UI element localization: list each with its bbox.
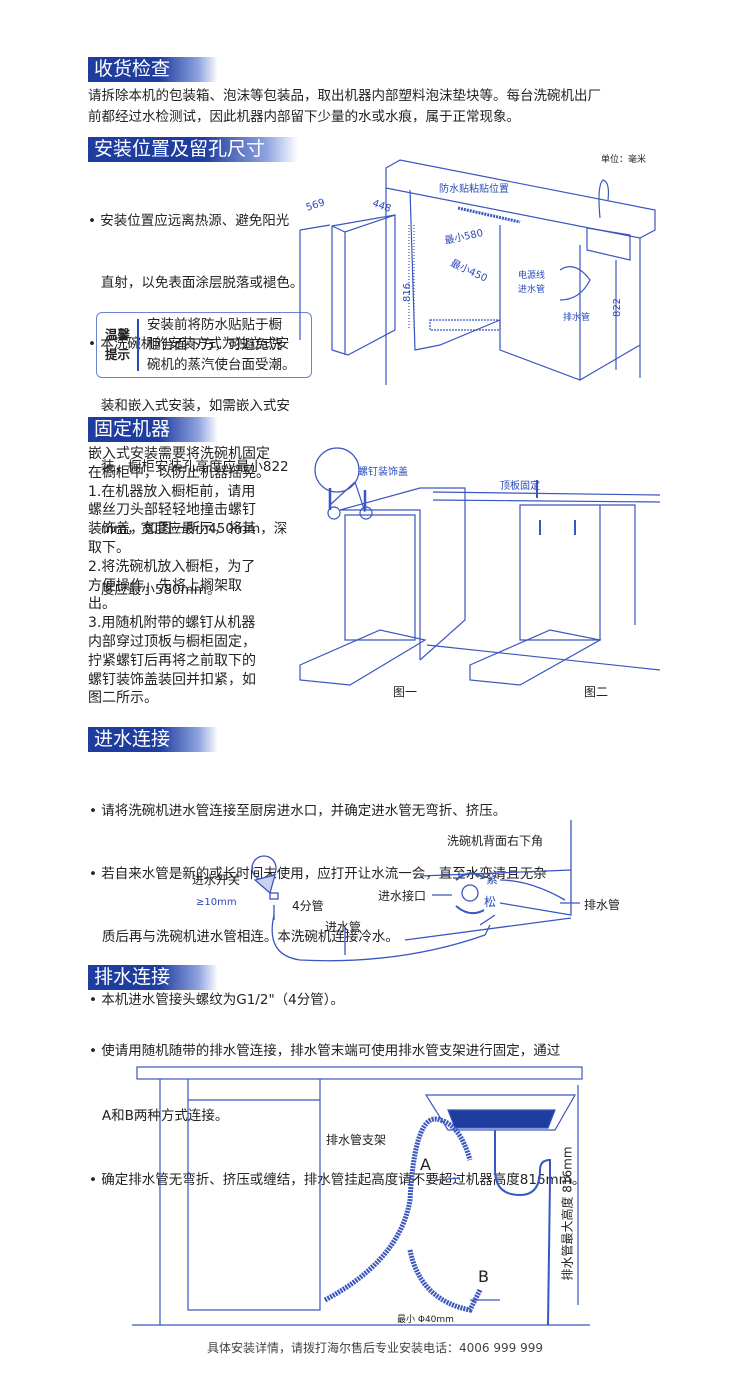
fix-figures [299,447,661,686]
text-line: 嵌入式安装需要将洗碗机固定 [88,446,270,462]
pipe4-label: 4分管 [292,899,324,913]
drain-bracket-label: 排水管支架 [326,1133,387,1147]
text-line: • 确定排水管无弯折、挤压或缠结，排水管挂起高度请不要超过机器高度816mm。 [89,1172,586,1188]
text-line: 图二所示。 [88,690,158,707]
drain-hose-label: 排水管 [584,898,621,912]
option-a-label: A [420,1155,431,1174]
top-plate-label: 顶板固定 [500,481,540,492]
text-line: 质后再与洗碗机进水管相连。本洗碗机连接冷水。 [89,929,399,945]
text-line: 内部穿过顶板与橱柜固定， [88,633,256,650]
water-switch-label: 进水开关 [192,873,241,887]
text-line: mm，宽度应最小450mm，深 [88,520,288,537]
text-line: A和B两种方式连接。 [89,1107,229,1124]
figure2-caption: 图二 [584,685,609,699]
tip-label: 温馨 提示 [105,325,130,365]
section-title-inlet: 进水连接 [88,727,218,752]
text-line: 取下。 [88,539,130,556]
section-title-receipt: 收货检查 [88,57,218,82]
text-line: 2.将洗碗机放入橱柜，为了 [88,558,256,575]
rear-corner-label: 洗碗机背面右下角 [447,834,544,848]
text-line: • 使请用随机随带的排水管连接，排水管末端可使用排水管支架进行固定，通过 [89,1043,561,1059]
text-line: 度应最小580mm。 [88,582,221,598]
section-title-position: 安装位置及留孔尺寸 [88,137,298,162]
text-line: 螺钉装饰盖装回并扣紧，如 [88,671,256,688]
tip-label-1: 温馨 [105,327,131,342]
sticker-position-label: 防水贴粘贴位置 [439,184,509,195]
text-line: 在橱柜中，以防止机器摇晃。 [88,464,270,481]
text-line: 请拆除本机的包装箱、泡沫等包装品，取出机器内部塑料泡沫垫块等。每台洗碗机出厂 [88,88,601,104]
text-line: 出。 [88,596,116,613]
min-diameter-label: 最小 Φ40mm [397,1315,454,1325]
inlet-hose-label: 进水管 [325,920,362,934]
section-title-drain: 排水连接 [88,965,218,990]
text-line: • 本机进水管接头螺纹为G1/2"（4分管）。 [89,992,344,1008]
divider [137,319,139,371]
power-cord-label: 电源线 [518,271,546,281]
text-line: • 请将洗碗机进水管连接至厨房进水口，并确定进水管无弯折、挤压。 [89,803,507,819]
cabinet-diagram [299,159,656,385]
tighten-label: 紧 [486,872,499,886]
receipt-text: 请拆除本机的包装箱、泡沫等包装品，取出机器内部塑料泡沫垫块等。每台洗碗机出厂 前… [88,86,601,128]
max-height-label: 排水管最大高度 816mm [560,1146,575,1281]
inlet-hose-label: 进水管 [518,285,546,295]
text-line: 装饰盖，如图一所示，将其 [88,521,256,538]
position-text: • 安装位置应远离热源、避免阳光 直射，以免表面涂层脱落或褪色。 • 本洗碗机的… [88,170,303,621]
text-line: 柜台面下方，可避免洗 [147,337,282,353]
text-line: 拧紧螺钉后再将之前取下的 [88,652,256,669]
text-line: 直射，以免表面涂层脱落或褪色。 [88,274,304,291]
text-line: • 本洗碗机的安装方式为独立式安 [88,336,290,352]
footer-service-phone: 具体安装详情，请拨打海尔售后专业安装电话：4006 999 999 [207,1341,543,1355]
section-title-fix: 固定机器 [88,417,218,442]
fix-text: 嵌入式安装需要将洗碗机固定 在橱柜中，以防止机器摇晃。 1.在机器放入橱柜前，请… [88,445,270,708]
text-line: 前都经过水检测试，因此机器内部留下少量的水或水痕，属于正常现象。 [88,109,520,125]
unit-label: 单位：毫米 [601,155,647,165]
text-line: • 安装位置应远离热源、避免阳光 [88,213,290,229]
tip-text: 安装前将防水贴贴于橱 柜台面下方，可避免洗 碗机的蒸汽使台面受潮。 [147,315,296,375]
text-line: 1.在机器放入橱柜前，请用 [88,483,256,500]
text-line: 装，橱柜安装孔高度应最小822 [88,459,289,475]
text-line: • 若自来水管是新的或长时间未使用，应打开让水流一会，直至水变清且无杂 [89,866,547,882]
gap-label: ≥10mm [196,897,237,908]
text-line: 安装前将防水贴贴于橱 [147,317,282,333]
drain-hose-label: 排水管 [563,313,591,323]
screw-cover-label: 螺钉装饰盖 [358,467,408,478]
text-line: 3.用随机附带的螺钉从机器 [88,615,256,632]
text-line: 装和嵌入式安装，如需嵌入式安 [88,397,290,414]
drain-text: • 使请用随机随带的排水管连接，排水管末端可使用排水管支架进行固定，通过 A和B… [89,998,585,1213]
tip-box: 温馨 提示 安装前将防水贴贴于橱 柜台面下方，可避免洗 碗机的蒸汽使台面受潮。 [96,312,312,378]
inlet-text: • 请将洗碗机进水管连接至厨房进水口，并确定进水管无弯折、挤压。 • 若自来水管… [89,759,547,1032]
option-b-label: B [478,1267,489,1286]
loosen-label: 松 [484,895,497,909]
text-line: 碗机的蒸汽使台面受潮。 [147,357,296,373]
inlet-port-label: 进水接口 [378,889,427,903]
tip-label-2: 提示 [105,347,131,362]
text-line: 方便操作，先将上搁架取 [88,577,242,594]
drain-diagram [132,1066,590,1326]
inlet-diagram [251,820,580,962]
text-line: 螺丝刀头部轻轻地撞击螺钉 [88,502,256,519]
figure1-caption: 图一 [393,685,418,699]
